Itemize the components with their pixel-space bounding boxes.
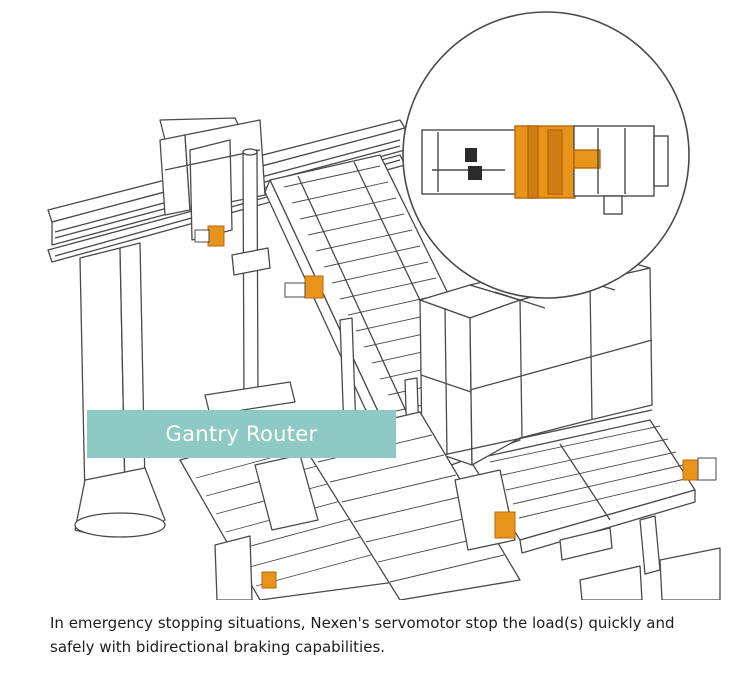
right-conveyor bbox=[469, 419, 696, 575]
servomotor-markers bbox=[194, 225, 717, 589]
gantry-router-illustration bbox=[47, 11, 721, 600]
servomotor-marker bbox=[284, 275, 324, 299]
detail-magnifier bbox=[402, 11, 690, 299]
vertical-axis bbox=[204, 148, 296, 416]
gantry-router-label: Gantry Router bbox=[87, 410, 396, 458]
servomotor-marker bbox=[682, 457, 717, 481]
gantry-column bbox=[74, 242, 166, 538]
servomotor-closeup bbox=[421, 125, 669, 215]
servomotor-marker bbox=[194, 225, 225, 247]
diagram-caption: In emergency stopping situations, Nexen'… bbox=[50, 614, 675, 656]
servomotor-marker bbox=[494, 511, 516, 539]
servomotor-marker bbox=[261, 571, 277, 589]
gantry-router-label-text: Gantry Router bbox=[165, 422, 318, 446]
